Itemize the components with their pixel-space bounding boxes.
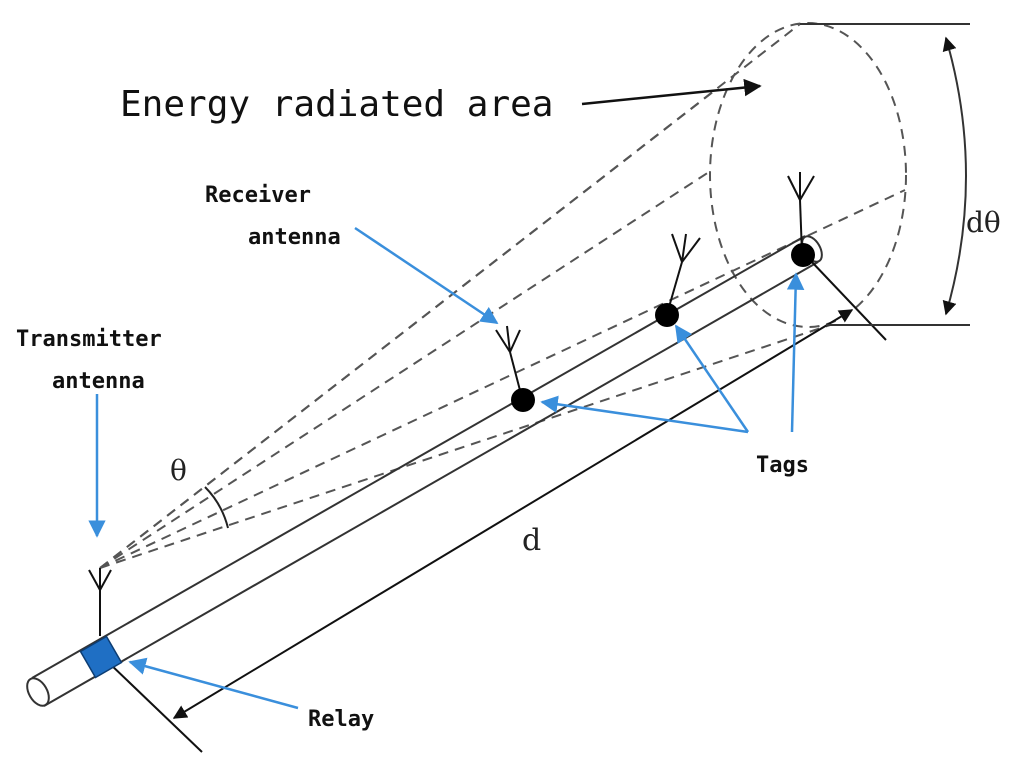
relay-box [79,635,123,679]
tag-dot-1 [511,388,535,412]
energy-area-label: Energy radiated area [120,84,553,125]
tag-dot-3 [791,243,815,267]
cable-end-cap [26,677,50,707]
dimension-tick-right [809,259,887,341]
receiver-antenna-2-icon [666,233,701,315]
cone-ray-4 [99,189,906,569]
receiver-antenna-3-icon [787,172,815,255]
relay-pointer-arrow [128,657,299,710]
receiver-antenna-label-line1: Receiver [205,183,311,208]
receiver-pointer-arrow [354,226,499,325]
tag-dot-2 [655,303,679,327]
tags-pointer-arrow-2 [674,324,750,433]
cable [26,235,823,707]
theta-label: θ [170,454,187,487]
transmitter-antenna-label-line1: Transmitter [16,327,162,352]
transmitter-antenna-label-line2: antenna [52,369,145,394]
relay-label: Relay [308,707,374,732]
d-theta-dimension [800,23,970,326]
cable-top-edge [31,235,806,679]
distance-label: d [522,523,541,558]
tags-pointer-arrow-3 [786,272,805,433]
tags-label: Tags [756,453,809,478]
cone-edge-lower [99,324,831,569]
receiver-antenna-1-icon [495,325,523,399]
d-theta-arrow [942,36,967,316]
energy-radiated-ellipse [709,22,907,328]
distance-dimension [107,259,887,753]
d-theta-label: dθ [966,206,1001,239]
transmitter-antenna-icon [88,568,112,636]
pointer-arrows [88,226,805,710]
energy-area-pointer-arrow [581,78,762,106]
distance-arrow [172,309,854,719]
cone-ray-3 [99,169,713,569]
dimension-tick-left [107,661,203,753]
receiver-antenna-label-line2: antenna [248,225,341,250]
tags-pointer-arrow-1 [540,395,749,434]
